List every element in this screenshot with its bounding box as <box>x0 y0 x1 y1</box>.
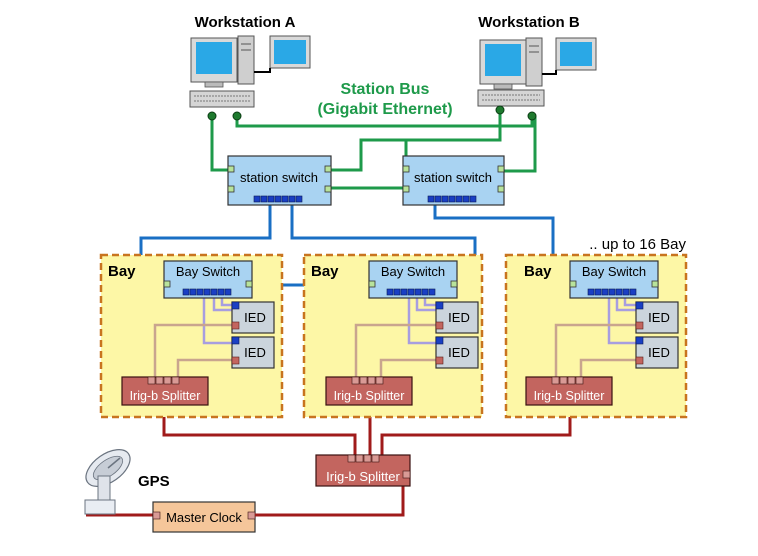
station-switch-2: station switch <box>402 155 505 206</box>
bay-1-switch-label: Bay Switch <box>176 264 240 279</box>
gps-label: GPS <box>138 473 170 490</box>
bay-1-ied-1-label: IED <box>244 310 266 325</box>
bay-2-switch: Bay Switch <box>368 260 458 299</box>
bay-1-splitter: Irig-b Splitter <box>121 376 209 406</box>
main-splitter: Irig-b Splitter <box>315 454 411 487</box>
gps-dish-icon <box>84 449 131 515</box>
bay-2-ied-1-label: IED <box>448 310 470 325</box>
bay-2-title: Bay <box>311 263 339 280</box>
workstation-b-port <box>495 105 505 115</box>
bay-2-ied-2-label: IED <box>448 345 470 360</box>
bay-3-ied-2: IED <box>635 336 679 369</box>
bay-1-ied-2-label: IED <box>244 345 266 360</box>
bay-count-note: .. up to 16 Bay <box>589 236 686 253</box>
workstation-a: Workstation A <box>189 14 311 108</box>
bay-3-title: Bay <box>524 263 552 280</box>
station-bus-label: Station Bus <box>341 81 430 98</box>
bay-3-splitter-label: Irig-b Splitter <box>534 389 605 403</box>
station-switch-1: station switch <box>227 155 332 206</box>
bay-3-ied-2-label: IED <box>648 345 670 360</box>
bay-2-ied-1: IED <box>435 301 479 334</box>
bay-3-ied-1: IED <box>635 301 679 334</box>
bay-1-switch: Bay Switch <box>163 260 253 299</box>
workstation-b-label: Workstation B <box>478 14 580 31</box>
bay-1-splitter-label: Irig-b Splitter <box>130 389 201 403</box>
bay-2-switch-label: Bay Switch <box>381 264 445 279</box>
bay-1-title: Bay <box>108 263 136 280</box>
workstation-a-port <box>232 111 242 121</box>
bay-2-splitter: Irig-b Splitter <box>325 376 413 406</box>
bay-internal-links <box>153 298 636 377</box>
bay-2-ied-2: IED <box>435 336 479 369</box>
bay-3-splitter: Irig-b Splitter <box>525 376 613 406</box>
workstation-b-port <box>527 111 537 121</box>
station-switch-2-label: station switch <box>414 170 492 185</box>
main-splitter-label: Irig-b Splitter <box>326 469 400 484</box>
station-switch-1-label: station switch <box>240 170 318 185</box>
workstation-b: Workstation B <box>477 14 597 107</box>
station-bus-cables <box>210 110 537 190</box>
bay-2-splitter-label: Irig-b Splitter <box>334 389 405 403</box>
workstation-a-label: Workstation A <box>195 14 296 31</box>
workstation-a-port <box>207 111 217 121</box>
bay-1-ied-1: IED <box>231 301 275 334</box>
bay-3-switch-label: Bay Switch <box>582 264 646 279</box>
station-bus-sublabel: (Gigabit Ethernet) <box>317 101 452 118</box>
master-clock: Master Clock <box>152 501 256 533</box>
bay-1-ied-2: IED <box>231 336 275 369</box>
master-clock-label: Master Clock <box>166 510 242 525</box>
bay-3-ied-1-label: IED <box>648 310 670 325</box>
bay-3-switch: Bay Switch <box>569 260 659 299</box>
